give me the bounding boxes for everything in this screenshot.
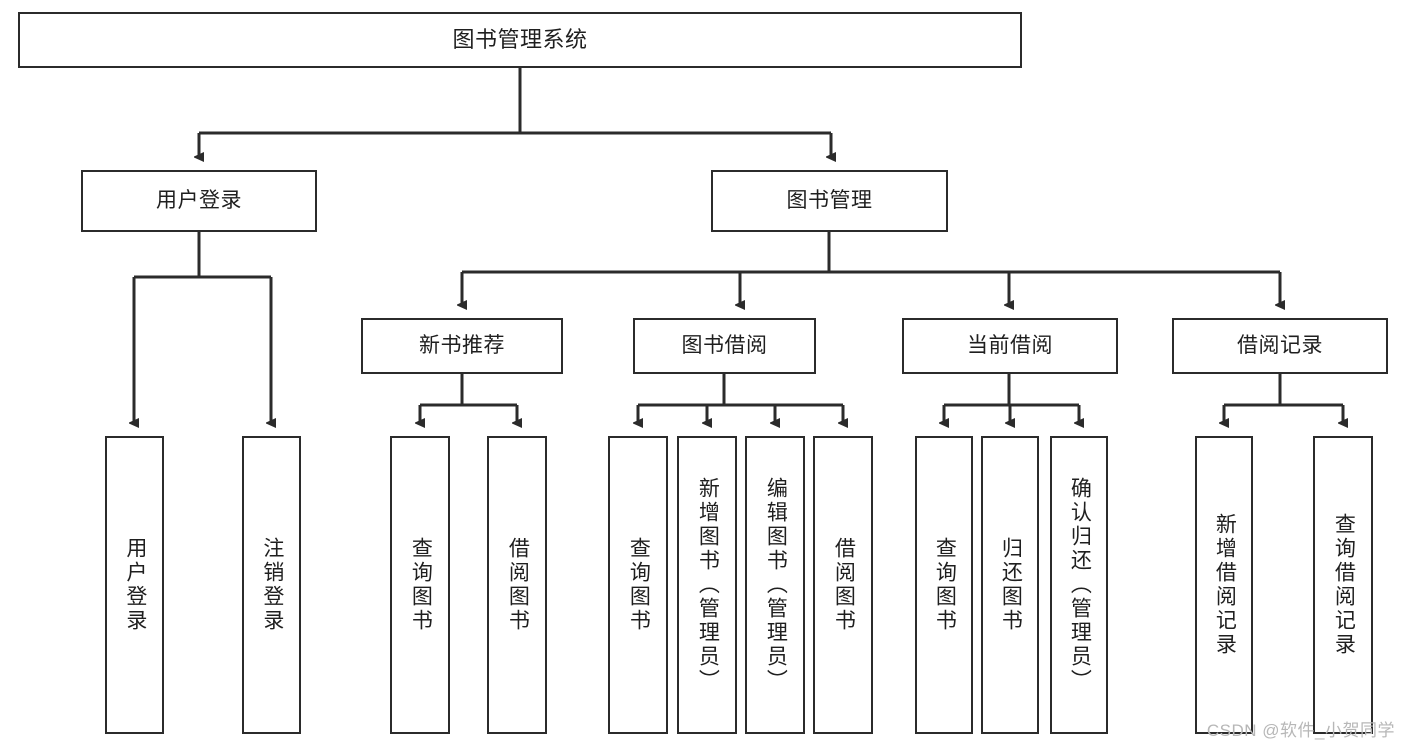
node-book-manage[interactable]: 图书管理 bbox=[711, 170, 948, 232]
node-leaf-user-login[interactable]: 用户登录 bbox=[105, 436, 164, 734]
csdn-watermark: CSDN @软件_小贺同学 bbox=[1206, 721, 1395, 740]
node-leaf-cur-return-book-label: 归还图书 bbox=[999, 537, 1023, 633]
node-leaf-cur-confirm-return[interactable]: 确认归还（管理员） bbox=[1050, 436, 1108, 734]
node-leaf-rec-query-record[interactable]: 查询借阅记录 bbox=[1313, 436, 1373, 734]
node-borrow-record[interactable]: 借阅记录 bbox=[1172, 318, 1388, 374]
node-book-manage-label: 图书管理 bbox=[786, 188, 873, 212]
node-book-borrow-label: 图书借阅 bbox=[681, 333, 768, 357]
node-current-borrow-label: 当前借阅 bbox=[967, 333, 1053, 357]
node-leaf-brw-query-book-label: 查询图书 bbox=[627, 537, 651, 633]
node-root-label: 图书管理系统 bbox=[452, 27, 588, 53]
node-user-login-label: 用户登录 bbox=[156, 188, 242, 212]
node-leaf-brw-add-book[interactable]: 新增图书（管理员） bbox=[677, 436, 737, 734]
node-leaf-user-login-label: 用户登录 bbox=[123, 537, 147, 633]
node-book-borrow[interactable]: 图书借阅 bbox=[633, 318, 816, 374]
node-leaf-user-logout[interactable]: 注销登录 bbox=[242, 436, 301, 734]
node-leaf-brw-borrow-book-label: 借阅图书 bbox=[832, 537, 856, 633]
node-borrow-record-label: 借阅记录 bbox=[1237, 333, 1323, 357]
node-leaf-rec-add-record[interactable]: 新增借阅记录 bbox=[1195, 436, 1253, 734]
node-current-borrow[interactable]: 当前借阅 bbox=[902, 318, 1118, 374]
node-new-book-recommend-label: 新书推荐 bbox=[419, 333, 505, 357]
node-leaf-cur-confirm-return-label: 确认归还（管理员） bbox=[1068, 477, 1092, 693]
node-leaf-rec-borrow-book-label: 借阅图书 bbox=[506, 537, 530, 633]
node-leaf-brw-edit-book-label: 编辑图书（管理员） bbox=[764, 477, 788, 693]
node-leaf-rec-query-book[interactable]: 查询图书 bbox=[390, 436, 450, 734]
node-leaf-rec-query-book-label: 查询图书 bbox=[409, 537, 433, 633]
node-new-book-recommend[interactable]: 新书推荐 bbox=[361, 318, 563, 374]
node-root[interactable]: 图书管理系统 bbox=[18, 12, 1022, 68]
node-leaf-cur-return-book[interactable]: 归还图书 bbox=[981, 436, 1039, 734]
node-leaf-brw-borrow-book[interactable]: 借阅图书 bbox=[813, 436, 873, 734]
node-user-login[interactable]: 用户登录 bbox=[81, 170, 317, 232]
node-leaf-rec-query-record-label: 查询借阅记录 bbox=[1332, 513, 1356, 657]
node-leaf-brw-edit-book[interactable]: 编辑图书（管理员） bbox=[745, 436, 805, 734]
node-leaf-brw-add-book-label: 新增图书（管理员） bbox=[696, 477, 720, 693]
node-leaf-cur-query-book-label: 查询图书 bbox=[933, 537, 957, 633]
node-leaf-brw-query-book[interactable]: 查询图书 bbox=[608, 436, 668, 734]
node-leaf-user-logout-label: 注销登录 bbox=[260, 537, 284, 633]
node-leaf-cur-query-book[interactable]: 查询图书 bbox=[915, 436, 973, 734]
node-leaf-rec-borrow-book[interactable]: 借阅图书 bbox=[487, 436, 547, 734]
node-leaf-rec-add-record-label: 新增借阅记录 bbox=[1213, 513, 1237, 657]
